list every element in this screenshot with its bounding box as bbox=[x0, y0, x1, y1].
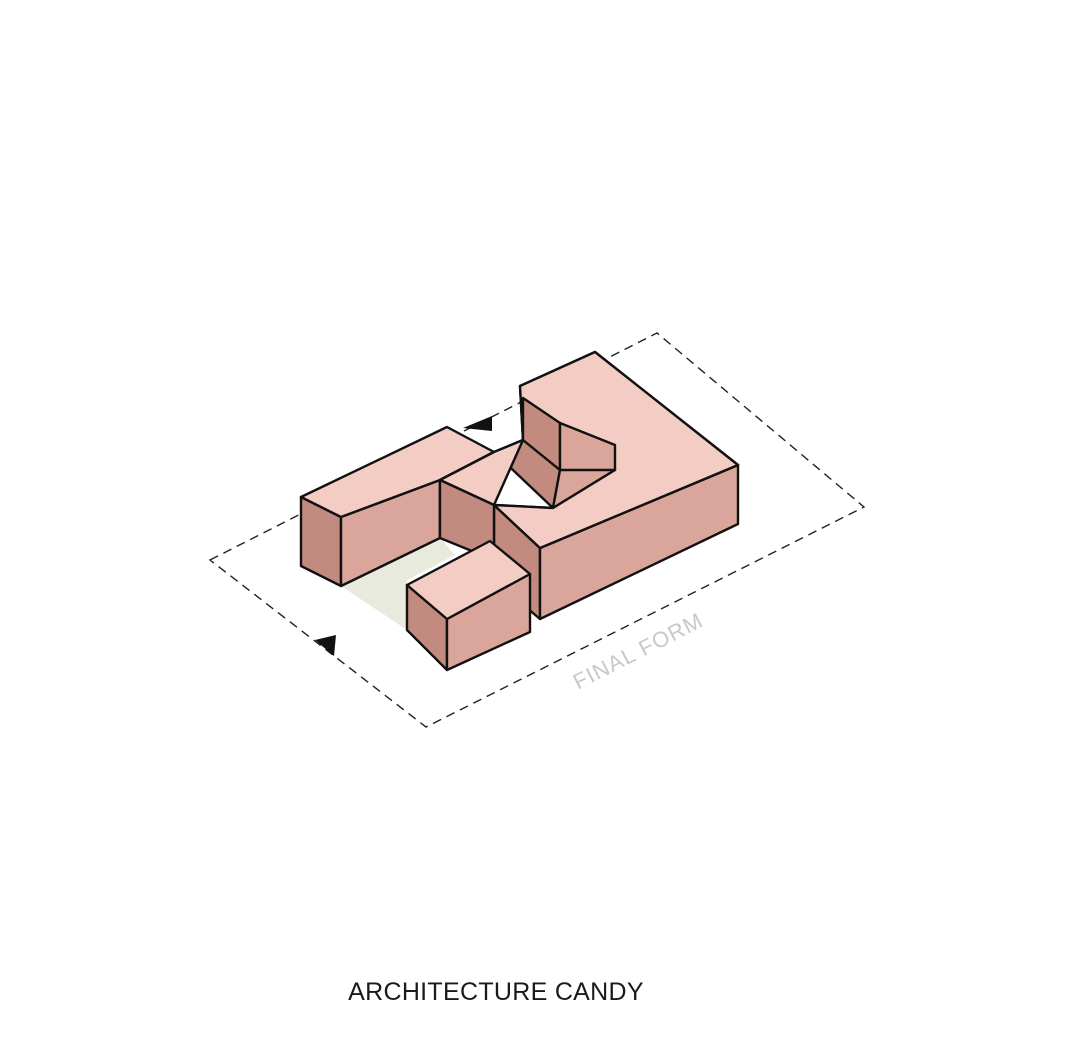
small-front-block bbox=[405, 539, 532, 672]
courtyard-ground bbox=[341, 538, 455, 630]
credit-caption: ARCHITECTURE CANDY bbox=[348, 978, 644, 1006]
entrance-arrow-icon bbox=[315, 635, 336, 656]
site-boundary bbox=[208, 332, 866, 728]
u-shaped-main-block bbox=[438, 350, 740, 621]
entrance-arrow-icon bbox=[463, 416, 492, 431]
